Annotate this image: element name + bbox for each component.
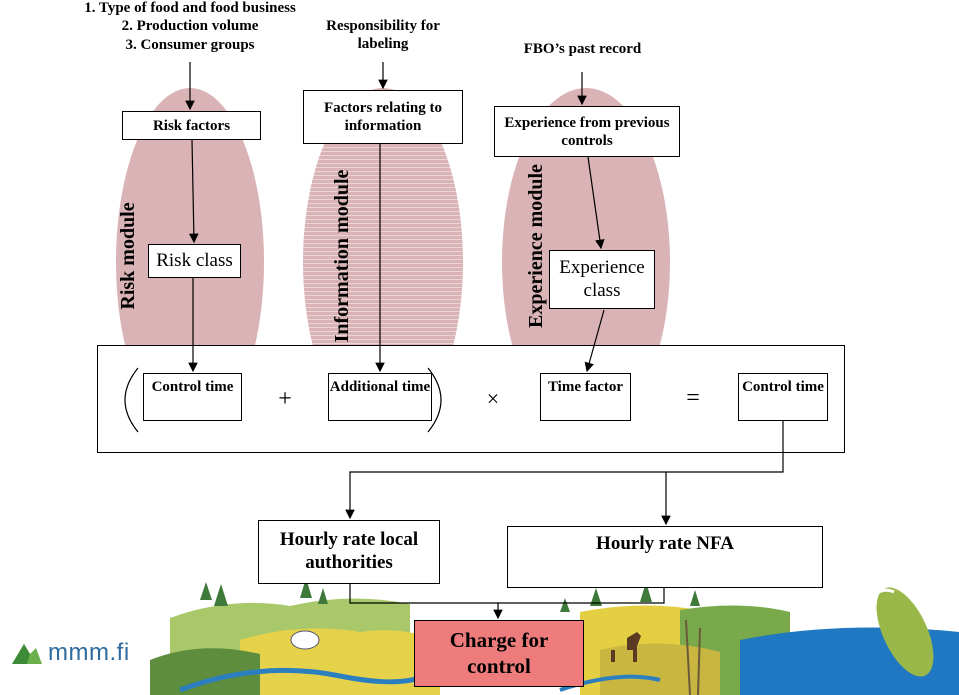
result-control-time-box: Control time <box>738 373 828 421</box>
experience-input: FBO’s past record <box>523 41 642 57</box>
control-time-box: Control time <box>143 373 242 421</box>
risk-factors-box: Risk factors <box>122 111 261 140</box>
information-module-label: Information module <box>331 169 353 343</box>
risk-class-box: Risk class <box>148 244 241 278</box>
time-factor-box: Time factor <box>540 373 631 421</box>
risk-input-3: 3. Consumer groups <box>125 37 255 53</box>
information-input: Responsibility for labeling <box>326 18 440 52</box>
mmm-logo: mmm.fi <box>10 636 170 670</box>
experience-module-label: Experience module <box>525 164 547 328</box>
risk-module-label: Risk module <box>117 202 139 310</box>
right-parenthesis <box>427 367 442 433</box>
equals-sign: = <box>686 385 700 411</box>
times-sign: × <box>486 386 500 411</box>
information-factors-box: Factors relating to information <box>303 90 463 144</box>
hourly-rate-nfa-box: Hourly rate NFA <box>507 526 823 588</box>
risk-input-1: 1. Type of food and food business <box>84 0 296 16</box>
hourly-rate-local-box: Hourly rate local authorities <box>258 520 440 584</box>
experience-class-box: Experience class <box>549 250 655 309</box>
additional-time-box: Additional time <box>328 373 432 421</box>
mmm-logo-text: mmm.fi <box>48 639 130 666</box>
left-parenthesis <box>124 367 139 433</box>
mmm-leaf-icon <box>12 644 42 664</box>
charge-for-control-box: Charge for control <box>414 620 584 687</box>
risk-input-2: 2. Production volume <box>121 18 259 34</box>
experience-factors-box: Experience from previous controls <box>494 106 680 157</box>
plus-sign: + <box>278 386 292 412</box>
